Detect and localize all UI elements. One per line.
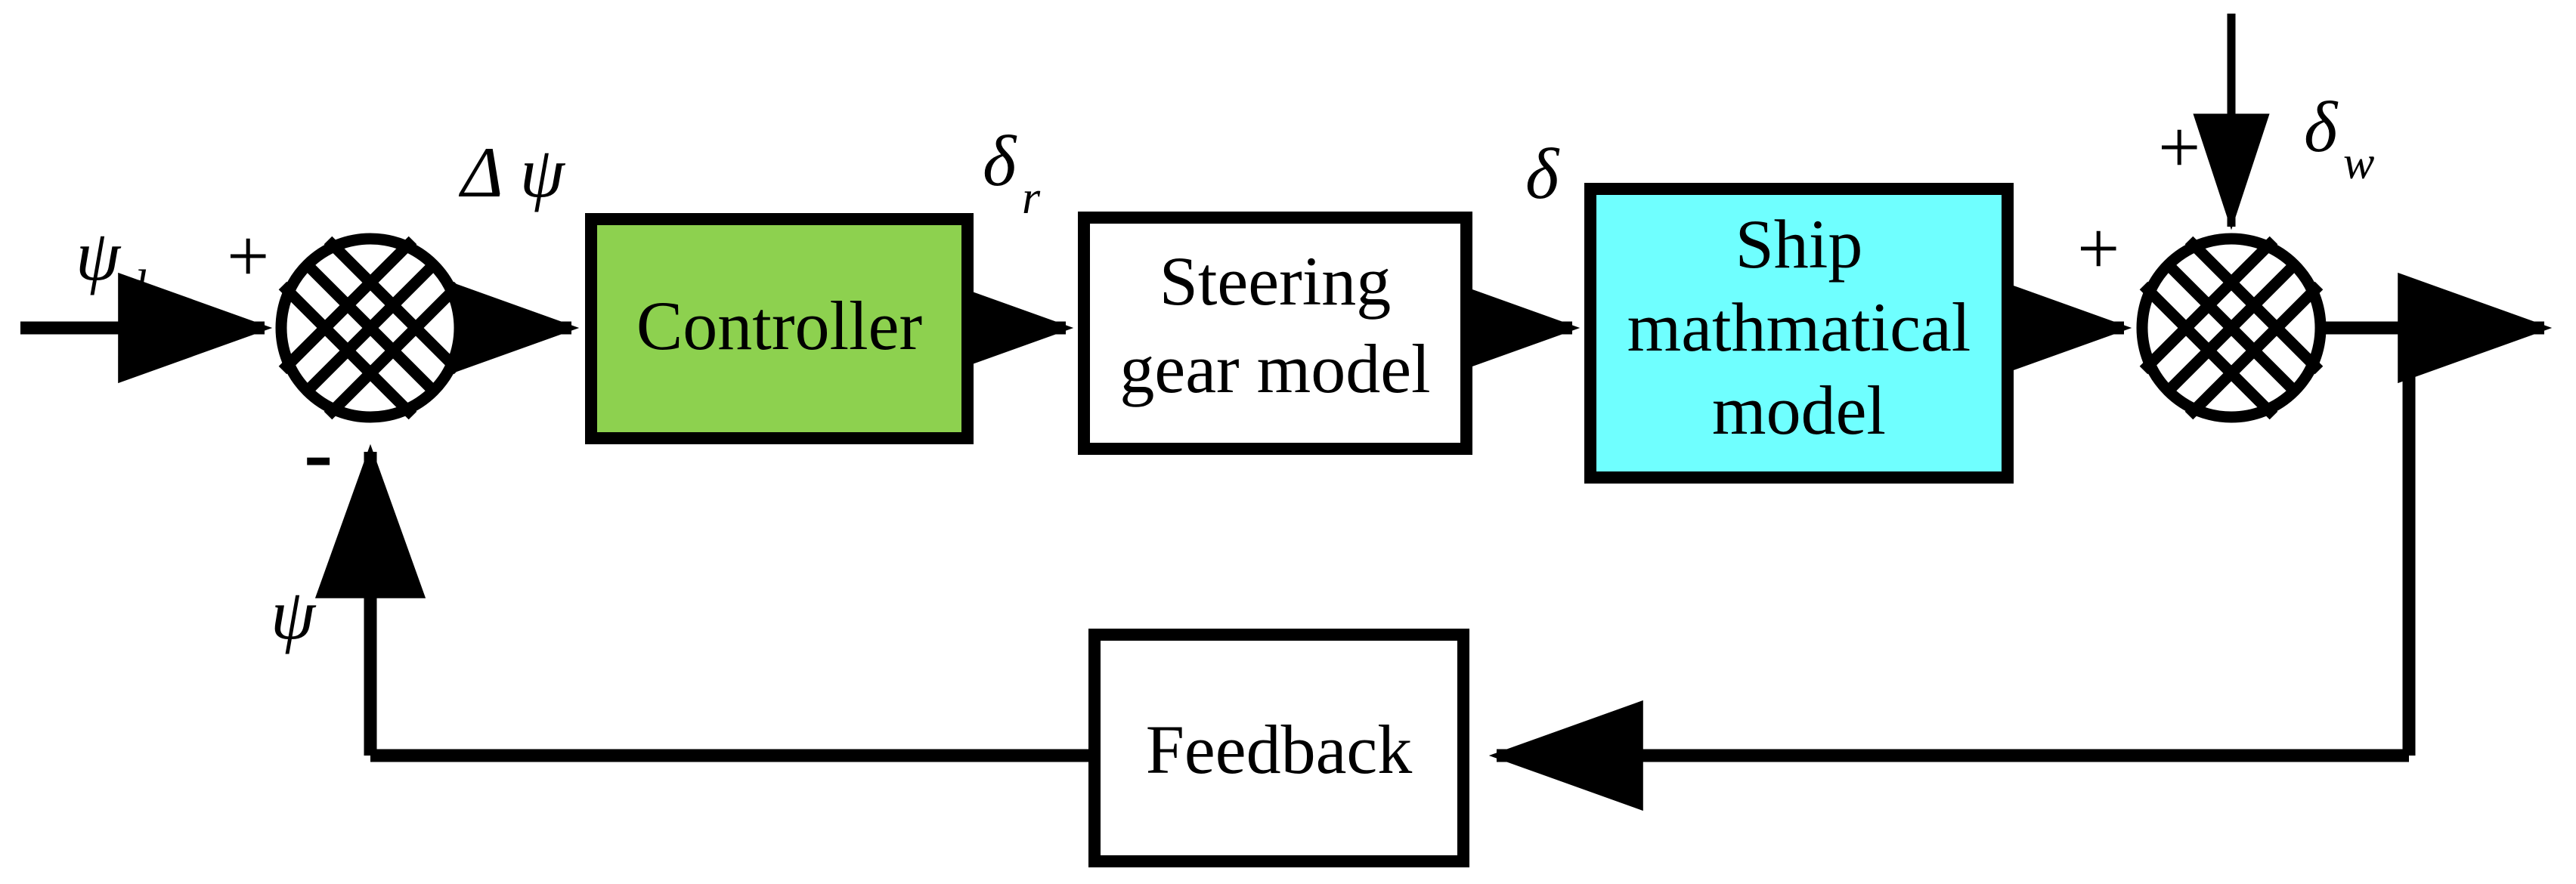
delta-w-sub: w (2343, 138, 2374, 189)
plus-sign-error-sum: + (227, 214, 269, 298)
label-psi-feedback: ψ (271, 574, 317, 654)
delta-r-sub: r (1022, 172, 1041, 224)
disturbance-sum-x-stroke-b (2162, 258, 2301, 397)
delta-w-base: δ (2304, 87, 2339, 167)
disturbance-sum-x-outline-b1 (2184, 281, 2324, 420)
delta-base: δ (1525, 134, 1560, 214)
delta-psi-error-base: Δ ψ (458, 132, 566, 212)
disturbance-sum-x-outline-a2 (2184, 236, 2324, 375)
psi-d-sub: d (122, 261, 147, 313)
delta-r-base: δ (983, 121, 1017, 201)
steering-gear-model-box[interactable] (1078, 212, 1472, 455)
minus-sign-error-sum: - (304, 405, 333, 501)
label-delta-psi-error: Δ ψ (458, 132, 566, 212)
block-controller[interactable]: Controller (585, 213, 974, 444)
block-feedback[interactable]: Feedback (1088, 629, 1469, 867)
controller-box[interactable] (585, 213, 974, 444)
label-delta-r: δ r (983, 121, 1041, 224)
error-sum-x-outline-b2 (278, 236, 417, 375)
plus-sign-disturbance-top: + (2158, 105, 2200, 189)
controller-label: Controller (636, 287, 922, 364)
error-sum-x-stroke-b (301, 258, 440, 397)
psi-feedback-base: ψ (271, 574, 317, 654)
steering-gear-model-label-line2: gear model (1119, 330, 1430, 407)
steering-gear-model-label-line1: Steering (1160, 243, 1392, 320)
ship-mathmatical-model-label-line3: model (1712, 372, 1886, 449)
disturbance-sum-x-outline-b2 (2139, 236, 2278, 375)
summing-junction-error-sum (275, 233, 466, 423)
summing-junction-disturbance-sum (2136, 233, 2327, 423)
label-delta: δ (1525, 134, 1560, 214)
error-sum-x-outline-a1 (278, 281, 417, 420)
ship-mathmatical-model-label-line1: Ship (1735, 206, 1863, 283)
plus-sign-disturbance-left: + (2077, 206, 2119, 290)
label-psi-d: ψ d (76, 215, 147, 313)
ship-mathmatical-model-label-line2: mathmatical (1627, 289, 1971, 366)
label-delta-w: δ w (2304, 87, 2374, 189)
feedback-box[interactable] (1088, 629, 1469, 867)
error-sum-x-outline-b1 (324, 281, 463, 420)
disturbance-sum-x-outline-a1 (2139, 281, 2278, 420)
error-sum-x-outline-a2 (324, 236, 463, 375)
block-steering-gear-model[interactable]: Steering gear model (1078, 212, 1472, 455)
psi-d-base: ψ (76, 215, 122, 295)
ship-mathmatical-model-box[interactable] (1584, 183, 2014, 484)
block-ship-mathmatical-model[interactable]: Ship mathmatical model (1584, 183, 2014, 484)
feedback-label: Feedback (1146, 711, 1413, 788)
